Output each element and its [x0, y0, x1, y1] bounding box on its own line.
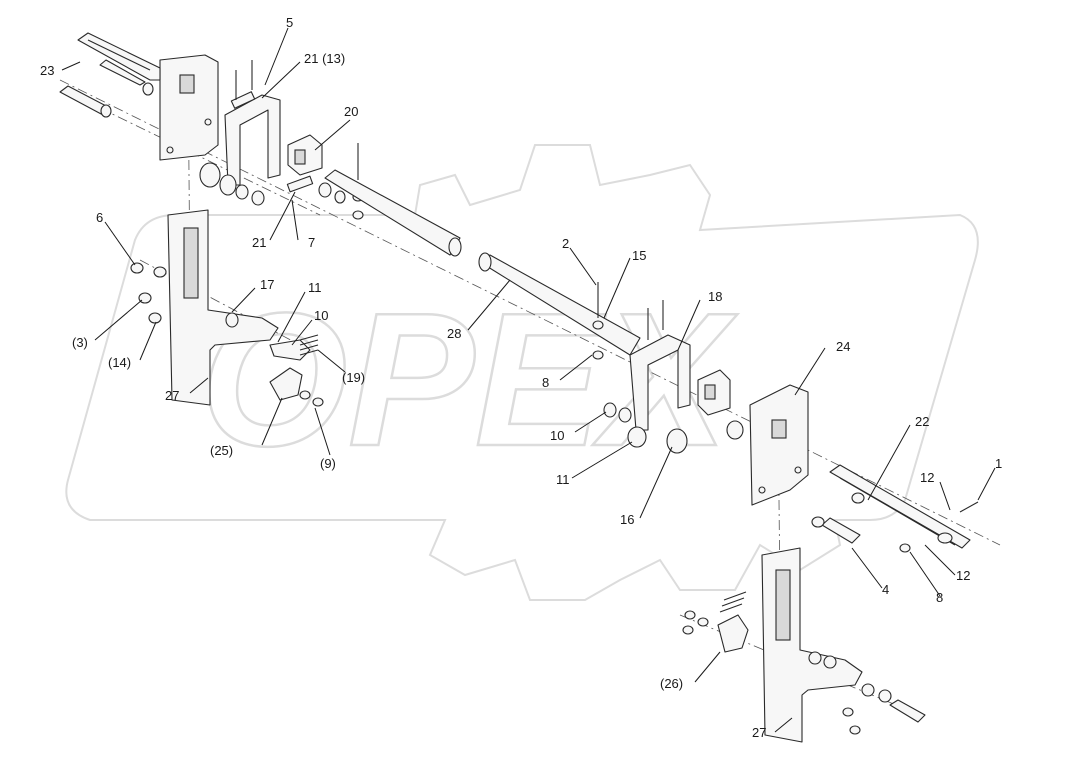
- callout-12-upper: 12: [920, 470, 934, 485]
- callout-28: 28: [447, 326, 461, 341]
- upper-bracket-assembly: [199, 60, 364, 220]
- callout-21-13: 21 (13): [304, 51, 345, 66]
- leader-lines: [61, 27, 996, 733]
- callout-23: 23: [40, 63, 54, 78]
- callout-11-right: 11: [556, 472, 570, 487]
- callout-27-left: 27: [165, 388, 179, 403]
- callout-11-left: 11: [308, 280, 322, 295]
- callout-14: (14): [108, 355, 131, 370]
- right-bracket-assembly: [592, 282, 744, 454]
- callout-2: 2: [562, 236, 569, 251]
- callout-27-right: 27: [752, 725, 766, 740]
- left-lever-assembly: [130, 209, 324, 407]
- main-shaft: [324, 169, 641, 356]
- callout-15: 15: [632, 248, 646, 263]
- callout-21: 21: [252, 235, 266, 250]
- callout-1: 1: [995, 456, 1002, 471]
- callout-3: (3): [72, 335, 88, 350]
- right-mount-plate: [749, 384, 979, 553]
- watermark-gear-outline: [65, 144, 979, 601]
- callout-7: 7: [308, 235, 315, 250]
- callout-8-lower: 8: [936, 590, 943, 605]
- callout-10-right: 10: [550, 428, 564, 443]
- right-lever-assembly: [682, 547, 926, 743]
- callout-26: (26): [660, 676, 683, 691]
- callout-19: (19): [342, 370, 365, 385]
- left-mount-plate: [59, 32, 219, 161]
- callout-12-lower: 12: [956, 568, 970, 583]
- callout-labels: 23 5 21 (13) 20 6 21 7 17 11 10 (3) (14)…: [40, 15, 1002, 740]
- callout-4: 4: [882, 582, 889, 597]
- callout-16: 16: [620, 512, 634, 527]
- callout-25: (25): [210, 443, 233, 458]
- callout-5: 5: [286, 15, 293, 30]
- callout-17: 17: [260, 277, 274, 292]
- callout-18: 18: [708, 289, 722, 304]
- callout-20: 20: [344, 104, 358, 119]
- callout-10-left: 10: [314, 308, 328, 323]
- callout-9: (9): [320, 456, 336, 471]
- callout-8-upper: 8: [542, 375, 549, 390]
- callout-24: 24: [836, 339, 850, 354]
- callout-22: 22: [915, 414, 929, 429]
- callout-6: 6: [96, 210, 103, 225]
